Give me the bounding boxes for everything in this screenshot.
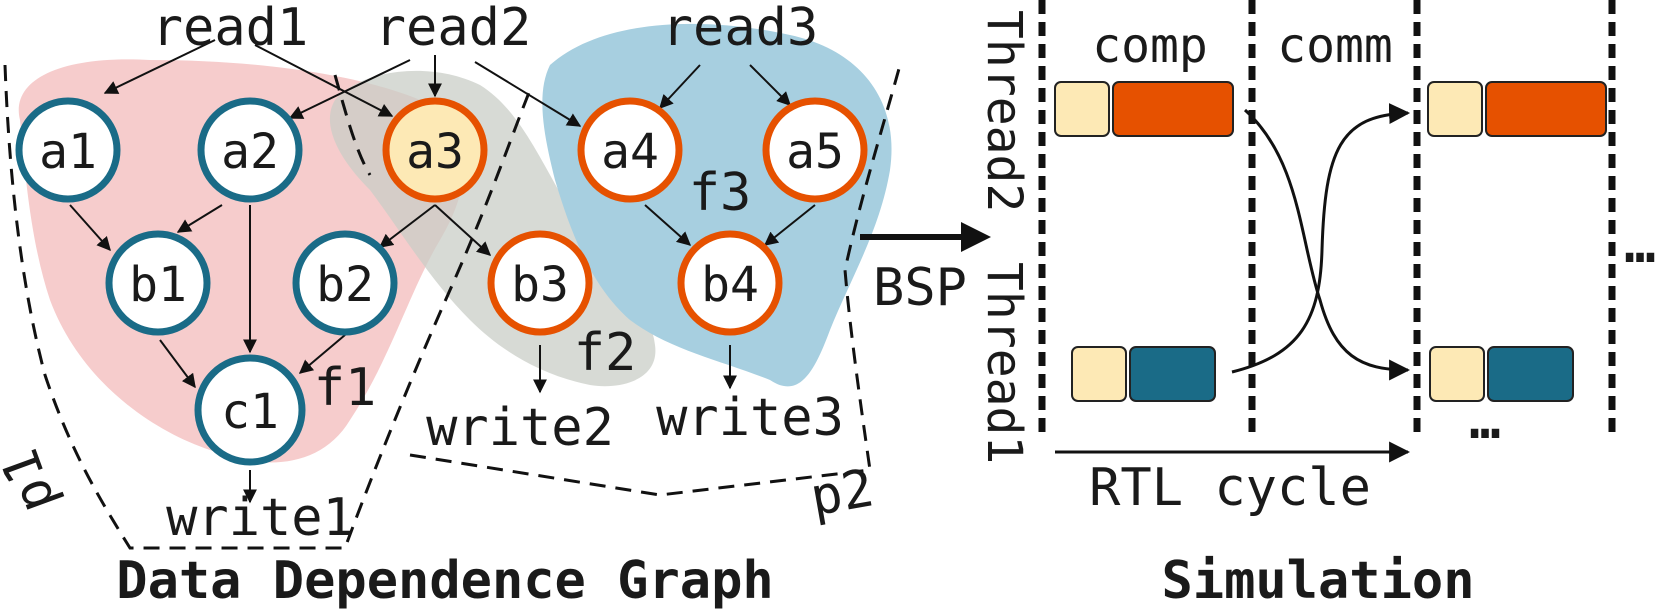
phase-comm-label: comm <box>1277 18 1393 74</box>
ellipsis-bottom: … <box>1469 391 1500 451</box>
thread-top-label: Thread2 <box>976 10 1032 212</box>
read1-label: read1 <box>152 0 309 58</box>
node-b4-label: b4 <box>701 257 759 313</box>
read2-label: read2 <box>375 0 532 58</box>
function-f2-label: f2 <box>574 323 637 383</box>
graph-nodes: a1 a2 a3 a4 a5 b1 b2 b3 <box>15 97 868 466</box>
bsp-arrow: BSP <box>860 222 991 318</box>
partition-boundaries <box>3 64 902 550</box>
write3-label: write3 <box>656 388 844 448</box>
function-f3-label: f3 <box>689 163 752 223</box>
node-a3-label: a3 <box>406 124 464 180</box>
node-a5: a5 <box>762 97 868 203</box>
node-b1-label: b1 <box>129 257 187 313</box>
partition-p1-label: p1 <box>0 441 68 520</box>
ellipsis-right: … <box>1624 215 1655 275</box>
node-a1-label: a1 <box>39 124 97 180</box>
partition-p1-boundary <box>3 64 532 550</box>
node-a4-label: a4 <box>601 124 659 180</box>
read3-label: read3 <box>662 0 819 58</box>
node-c1: c1 <box>194 354 306 466</box>
partition-p2-boundary <box>333 64 902 497</box>
node-b2: b2 <box>292 230 398 336</box>
write1-label: write1 <box>166 488 354 548</box>
node-a2-label: a2 <box>221 124 279 180</box>
node-a4: a4 <box>577 97 683 203</box>
simulation-panel: Thread2 Thread1 comp comm … … <box>976 0 1656 611</box>
node-a2: a2 <box>197 97 303 203</box>
rtl-cycle-label: RTL cycle <box>1089 458 1371 518</box>
partition-p2-label: p2 <box>806 458 878 528</box>
thread-bottom-label: Thread1 <box>976 262 1032 464</box>
graph-edges <box>69 39 816 504</box>
node-b4: b4 <box>677 230 783 336</box>
node-a5-label: a5 <box>786 124 844 180</box>
node-a3: a3 <box>382 97 488 203</box>
phase-barriers <box>1038 0 1616 432</box>
thread-top-comp-blocks <box>1054 81 1607 137</box>
node-b3-label: b3 <box>511 257 569 313</box>
simulation-caption: Simulation <box>1161 551 1474 611</box>
graph-labels: read1 read2 read3 write1 write2 write3 f… <box>0 0 878 548</box>
function-f1-label: f1 <box>314 358 377 418</box>
node-b3: b3 <box>487 230 593 336</box>
communication-arrows <box>1231 103 1411 381</box>
graph-caption: Data Dependence Graph <box>116 551 773 611</box>
thread-bottom-comp-blocks <box>1071 346 1574 402</box>
node-c1-label: c1 <box>221 384 279 440</box>
node-b1: b1 <box>105 230 211 336</box>
node-b2-label: b2 <box>316 257 374 313</box>
bsp-label: BSP <box>873 258 967 318</box>
node-a1: a1 <box>15 97 121 203</box>
phase-comp-label: comp <box>1092 18 1208 74</box>
write2-label: write2 <box>426 398 614 458</box>
